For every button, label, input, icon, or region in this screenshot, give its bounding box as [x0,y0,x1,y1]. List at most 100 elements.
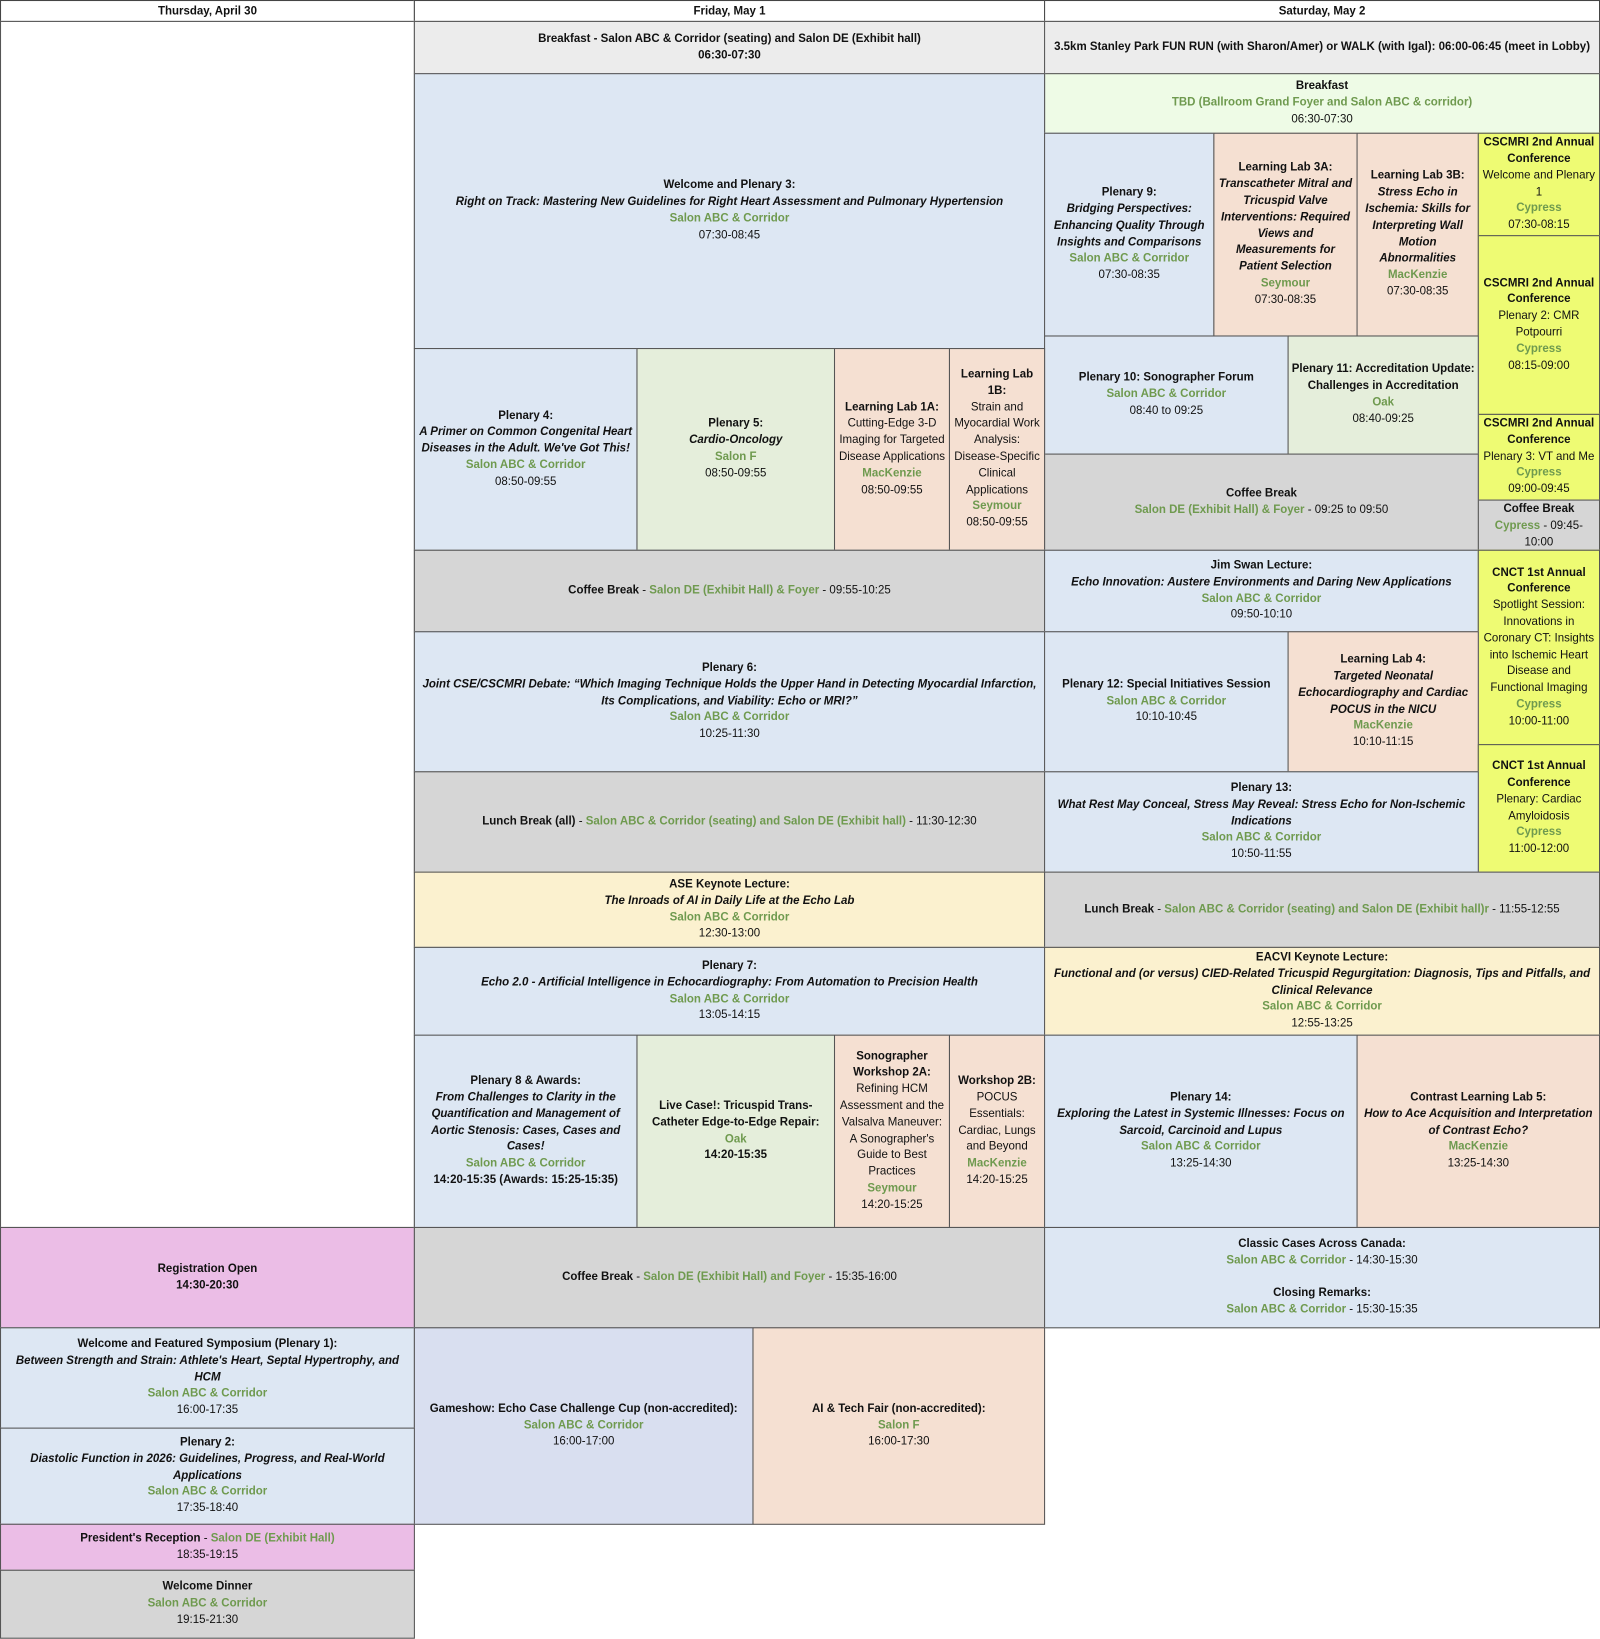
session-location: MacKenzie [862,466,922,480]
session-location: Salon ABC & Corridor [1140,1140,1261,1154]
session-title: President's Reception [80,1531,201,1545]
session-line: 07:30-08:15 [1508,217,1569,234]
session-location: Salon ABC & Corridor (seating) and Salon… [1164,902,1489,916]
session-title: Classic Cases Across Canada: [1238,1237,1406,1250]
session-line: A Primer on Common Congenital Heart Dise… [417,425,634,458]
session-title: ASE Keynote Lecture: [669,877,790,891]
session-line: Exploring the Latest in Systemic Illness… [1047,1107,1354,1140]
session-subtitle: Right on Track: Mastering New Guidelines… [455,195,1004,209]
session-line: Cardio-Oncology [689,433,782,450]
session-line: Joint CSE/CSCMRI Debate: “Which Imaging … [417,677,1042,710]
session-line: 08:15-09:00 [1508,358,1569,375]
session-title: Plenary 5: [708,417,764,430]
session-line: Learning Lab 3A: [1239,160,1333,177]
session-line: Plenary 2: CMR Potpourri [1481,309,1597,342]
session-title: Coffee Break [562,1270,634,1283]
session-line: President's Reception - Salon DE (Exhibi… [80,1531,334,1548]
session-line: Salon ABC & Corridor [1141,1140,1261,1157]
session-text: 13:25-14:30 [1170,1157,1232,1170]
session-line: Lunch Break - Salon ABC & Corridor (seat… [1084,901,1559,918]
thursday-empty-cell [0,20,415,1228]
session-text: 13:05-14:15 [698,1008,761,1022]
session-line: Targeted Neonatal Echocardiography and C… [1291,669,1476,719]
session-text: Refining HCM Assessment and the Valsalva… [839,1082,945,1178]
session-location: Salon ABC & Corridor [465,1157,586,1170]
session-location: Salon ABC & Corridor [1262,1000,1382,1014]
session-line: Welcome and Plenary 3: [663,178,795,195]
session-location: Cypress [1516,202,1562,215]
session-title: Learning Lab 3A: [1238,161,1333,174]
session-line: Cutting-Edge 3-D Imaging for Targeted Di… [837,416,947,466]
session-text: - 11:30-12:30 [905,814,977,828]
session-location: Salon ABC & Corridor [669,711,790,724]
session-line: Welcome and Featured Symposium (Plenary … [78,1337,338,1354]
session-line: Plenary 13: [1231,781,1292,798]
session-text: 08:50-09:55 [966,516,1028,530]
session-title: Jim Swan Lecture: [1210,559,1313,572]
session-plenary-13: Plenary 13:What Rest May Conceal, Stress… [1044,771,1479,873]
session-title: Plenary 11: Accreditation Update: Challe… [1291,363,1475,393]
session-text: 12:55-13:25 [1291,1017,1353,1030]
session-jim-swan-lecture: Jim Swan Lecture:Echo Innovation: Auster… [1044,549,1479,633]
session-line: 08:40-09:25 [1353,412,1414,429]
session-title: 14:20-15:35 [704,1148,768,1162]
session-text: - 09:25 to 09:50 [1304,503,1389,516]
session-subtitle: From Challenges to Clarity in the Quanti… [431,1091,621,1154]
session-text: - 11:55-12:55 [1488,902,1560,916]
session-line: 13:05-14:15 [699,1008,760,1025]
session-text: 13:25-14:30 [1447,1157,1509,1170]
session-title: Workshop 2B: [958,1074,1036,1088]
session-line: Transcatheter Mitral and Tricuspid Valve… [1216,177,1354,276]
session-line: MacKenzie [967,1156,1026,1173]
session-text: 12:30-13:00 [698,927,761,940]
session-text: 16:00-17:00 [553,1435,615,1448]
session-text: 09:50-10:10 [1230,608,1293,622]
session-line: Seymour [1261,276,1310,293]
session-line: 09:50-10:10 [1231,608,1292,625]
session-line: 19:15-21:30 [177,1612,238,1629]
session-title: Coffee Break [1503,502,1575,516]
session-text: 07:30-08:35 [1386,285,1449,298]
session-fri-coffee-2: Coffee Break - Salon DE (Exhibit Hall) a… [413,1226,1046,1329]
session-subtitle: Bridging Perspectives: Enhancing Quality… [1053,202,1205,249]
session-line: Cypress [1516,342,1561,359]
session-title: Gameshow: Echo Case Challenge Cup (non-a… [429,1402,738,1415]
session-line: Coffee Break [1226,486,1297,503]
session-line: How to Ace Acquisition and Interpretatio… [1360,1107,1597,1140]
session-line: Bridging Perspectives: Enhancing Quality… [1047,202,1211,252]
session-line: Plenary 4: [498,408,553,425]
session-line: 10:00-11:00 [1509,713,1570,730]
session-location: Cypress [1494,519,1541,532]
session-text: 08:50-09:55 [705,466,767,480]
session-line: Plenary 9: [1102,185,1157,202]
session-title: Sonographer Workshop 2A: [853,1049,931,1079]
session-fri-lunch: Lunch Break (all) - Salon ABC & Corridor… [413,771,1046,873]
session-line: Plenary 6: [702,661,757,678]
session-line: What Rest May Conceal, Stress May Reveal… [1047,797,1475,830]
session-location: TBD (Ballroom Grand Foyer and Salon ABC … [1171,96,1473,109]
session-location: MacKenzie [1387,268,1448,282]
session-line: 08:50-09:55 [861,482,922,499]
session-line: Plenary 7: [702,958,757,975]
session-text: 19:15-21:30 [176,1613,239,1627]
session-line: 08:50-09:55 [966,515,1027,532]
session-line: Salon F [715,449,757,466]
session-location: Salon DE (Exhibit Hall) [210,1531,335,1545]
session-line: AI & Tech Fair (non-accredited): [812,1401,986,1418]
session-text: 10:10-10:45 [1135,711,1198,724]
session-line: Salon F [878,1418,920,1435]
session-plenary-11: Plenary 11: Accreditation Update: Challe… [1287,335,1479,455]
session-line: CSCMRI 2nd Annual Conference [1481,135,1597,168]
session-location: Seymour [1260,276,1311,290]
session-subtitle: Cardio-Oncology [689,433,783,447]
session-line: TBD (Ballroom Grand Foyer and Salon ABC … [1172,95,1472,112]
session-text: - [575,814,586,828]
session-line: CNCT 1st Annual Conference [1481,565,1597,598]
session-text: 10:10-11:15 [1352,735,1414,749]
session-line: Salon ABC & Corridor [148,1386,268,1403]
session-line: Breakfast - Salon ABC & Corridor (seatin… [538,31,921,48]
